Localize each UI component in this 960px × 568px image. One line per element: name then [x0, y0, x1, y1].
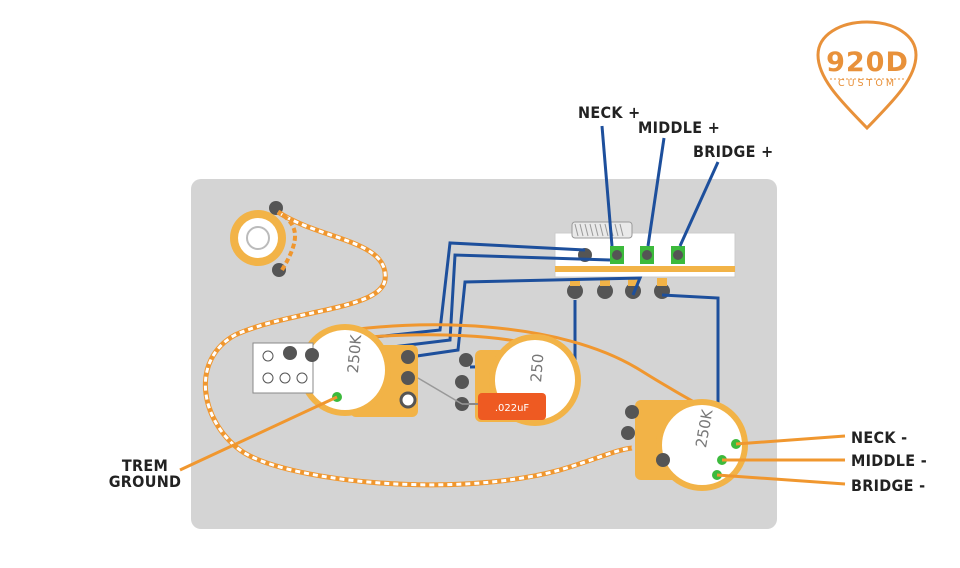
logo-pick-outline [816, 20, 918, 131]
tone-pot-2: 250K [621, 399, 748, 491]
jack-wire-ground [203, 210, 633, 487]
pickup-selector-switch [554, 221, 736, 299]
logo-sub-text: CUSTOM [837, 78, 898, 89]
neck-plus-wire [600, 125, 614, 247]
neck-minus-wire [735, 434, 846, 446]
label-trem-ground: TREM GROUND [105, 458, 185, 490]
switch-wire-4 [661, 293, 720, 440]
trem-ground-wire [179, 395, 338, 472]
label-neck-minus: NECK - [851, 428, 908, 447]
jack-ground-lead [276, 210, 297, 272]
capacitor: .022uF [462, 393, 546, 420]
label-trem: TREM [121, 456, 169, 475]
label-middle-minus: MIDDLE - [851, 451, 927, 470]
brand-logo: 920D CUSTOM [815, 20, 920, 135]
label-ground: GROUND [108, 472, 182, 491]
bridge-plus-wire [678, 161, 720, 247]
tone-pot-value: 250 [527, 353, 547, 383]
label-neck-plus: NECK + [578, 103, 641, 122]
switch-wire-3 [409, 276, 643, 359]
bridge-minus-wire [716, 473, 846, 486]
label-bridge-minus: BRIDGE - [851, 476, 926, 495]
volume-pot: 250K [299, 324, 418, 417]
label-bridge-plus: BRIDGE + [693, 142, 774, 161]
ground-bus-wire [329, 323, 709, 412]
volume-pot-value: 250K [344, 333, 365, 374]
logo-main-text: 920D [826, 47, 909, 78]
volume-to-cap-wire [417, 377, 463, 405]
label-middle-plus: MIDDLE + [638, 118, 721, 137]
capacitor-value: .022uF [495, 403, 530, 414]
middle-plus-wire [646, 137, 666, 247]
trem-claw [252, 342, 319, 394]
output-jack [230, 201, 286, 277]
